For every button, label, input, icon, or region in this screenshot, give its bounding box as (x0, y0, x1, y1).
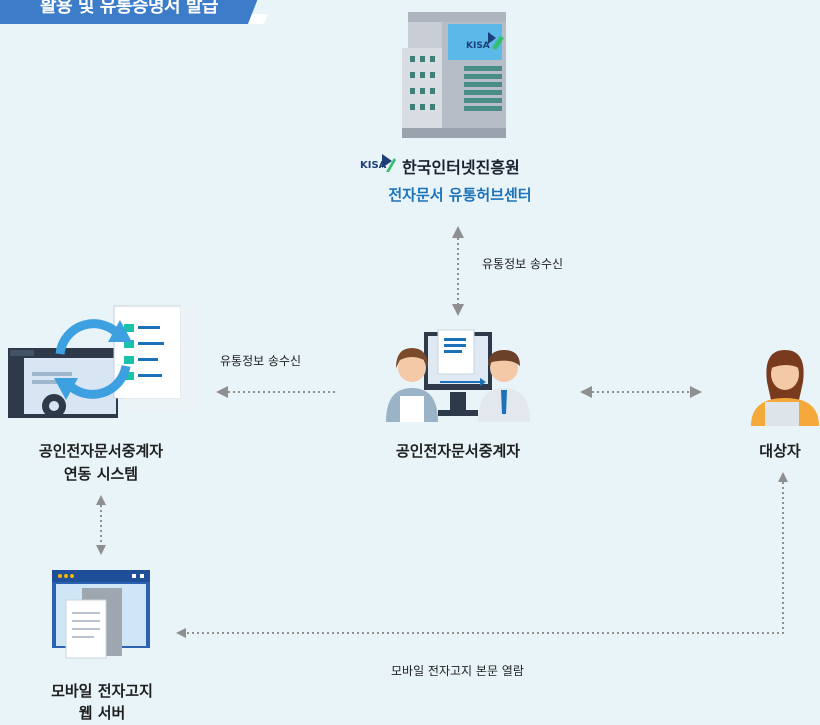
flow-label-target-webserver: 모바일 전자고지 본문 열람 (391, 664, 524, 678)
banner-title: 활용 및 유통증명서 발급 (40, 0, 218, 17)
web-server-icon (52, 570, 150, 659)
arrow-target-webserver (186, 482, 784, 634)
svg-text:KISA: KISA (466, 41, 490, 51)
kisa-logo-icon (382, 154, 396, 172)
broker-people-icon (386, 329, 530, 422)
building-icon: KISA (402, 12, 506, 138)
hub-center-name: 전자문서 유통허브센터 (388, 186, 532, 204)
broker-label: 공인전자문서중계자 (395, 442, 521, 460)
target-label: 대상자 (759, 442, 801, 460)
org-title-row: KISA 한국인터넷진흥원 (360, 152, 560, 177)
recipient-person-icon (751, 350, 819, 426)
webserver-label-line1: 모바일 전자고지 (51, 682, 153, 700)
system-label-line1: 공인전자문서중계자 (38, 442, 164, 460)
flow-label-broker-system: 유통정보 송수신 (220, 354, 302, 368)
webserver-label-line2: 웹 서버 (78, 704, 126, 722)
banner-shape (0, 0, 268, 24)
flow-label-hub-broker: 유통정보 송수신 (482, 257, 564, 271)
integration-system-icon (8, 305, 200, 418)
org-name: 한국인터넷진흥원 (402, 158, 520, 177)
system-label-line2: 연동 시스템 (63, 465, 139, 483)
kisa-logo-text: KISA (360, 160, 387, 171)
title-banner: 활용 및 유통증명서 발급 (0, 0, 268, 34)
